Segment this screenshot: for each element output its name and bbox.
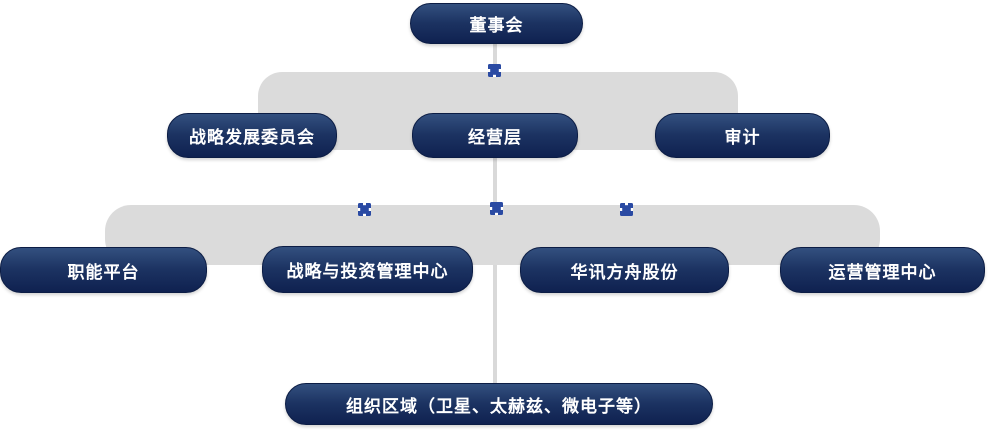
org-node-label: 战略与投资管理中心 — [286, 262, 449, 281]
org-node-functional-platform: 职能平台 — [0, 247, 207, 293]
org-node-label: 审计 — [724, 128, 761, 147]
connector-node-icon — [490, 202, 503, 215]
level3-band — [105, 205, 880, 265]
org-node-operations-center: 运营管理中心 — [780, 247, 985, 293]
connector-node-icon — [620, 203, 633, 216]
org-node-org-region: 组织区域（卫星、太赫兹、微电子等） — [285, 383, 713, 425]
org-node-label: 职能平台 — [67, 262, 140, 282]
org-node-strategy-committee: 战略发展委员会 — [167, 113, 337, 158]
connector-node-icon — [488, 64, 501, 77]
connector-line-management-to-org-region — [493, 158, 497, 385]
org-node-strategy-investment: 战略与投资管理中心 — [262, 246, 473, 293]
org-node-label: 董事会 — [469, 16, 524, 35]
org-node-label: 华讯方舟股份 — [570, 262, 679, 282]
org-node-audit: 审计 — [655, 113, 830, 158]
org-node-label: 组织区域（卫星、太赫兹、微电子等） — [346, 396, 652, 416]
org-node-huaxun-fangzhou: 华讯方舟股份 — [520, 247, 729, 293]
org-node-label: 运营管理中心 — [828, 262, 937, 282]
org-node-management: 经营层 — [412, 113, 578, 158]
org-node-label: 战略发展委员会 — [189, 128, 315, 147]
org-node-label: 经营层 — [468, 128, 522, 147]
connector-node-icon — [358, 203, 371, 216]
org-node-board: 董事会 — [410, 3, 583, 44]
